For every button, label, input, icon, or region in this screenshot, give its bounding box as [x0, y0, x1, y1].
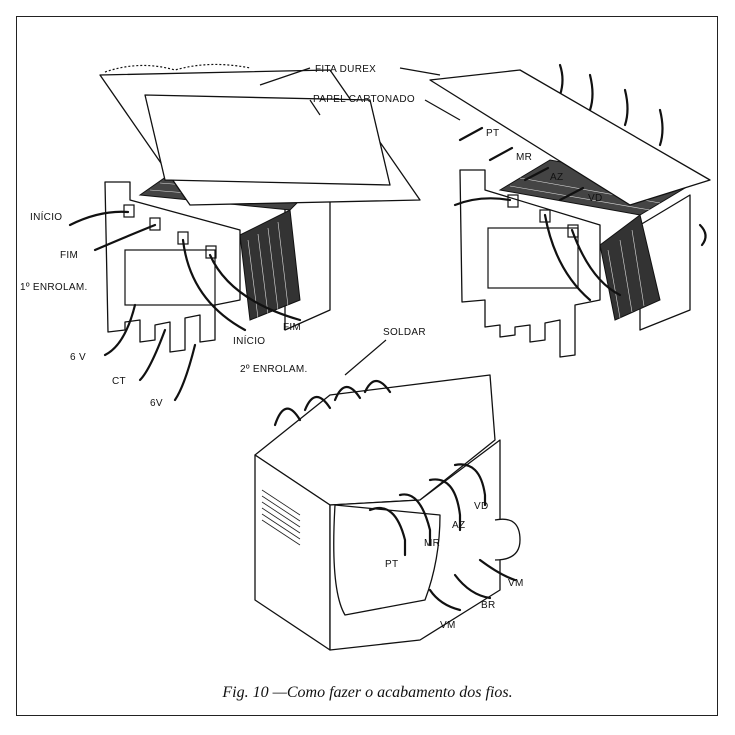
- label-ct: CT: [112, 376, 126, 387]
- label-fim-2: FIM: [283, 322, 301, 333]
- right-wires: [453, 63, 707, 302]
- label-fita-durex: FITA DUREX: [315, 64, 376, 75]
- bottom-top-loops: [273, 379, 392, 427]
- label-inicio-1: INÍCIO: [30, 210, 62, 223]
- label-papel-cartonado: PAPEL CARTONADO: [313, 94, 415, 105]
- label-6v-a: 6 V: [70, 352, 86, 363]
- bottom-winding: [333, 504, 441, 616]
- bottom-lower-wires: [428, 518, 521, 612]
- left-core-window: [124, 249, 216, 306]
- bottom-transformer: [254, 374, 521, 651]
- label-mr-bottom: MR: [424, 538, 440, 549]
- label-mr-top: MR: [516, 152, 532, 163]
- label-6v-b: 6V: [150, 398, 163, 409]
- label-pt-bottom: PT: [385, 559, 398, 570]
- leader-lines: [259, 67, 461, 376]
- label-inicio-2: INÍCIO: [233, 334, 265, 347]
- bottom-front-loops: [368, 463, 487, 557]
- label-soldar: SOLDAR: [383, 327, 426, 338]
- label-vm-bottom: VM: [440, 620, 456, 631]
- right-terminals: [507, 194, 579, 238]
- right-transformer: [429, 63, 711, 358]
- label-br: BR: [481, 600, 496, 611]
- figure-frame: [16, 16, 718, 716]
- label-fim-1: FIM: [60, 250, 78, 261]
- label-az-top: AZ: [550, 172, 563, 183]
- left-wires: [68, 210, 302, 402]
- right-bobbin-front: [459, 169, 601, 358]
- labels: FITA DUREX PAPEL CARTONADO INÍCIO FIM 1º…: [20, 64, 603, 631]
- label-az-bottom: AZ: [452, 520, 465, 531]
- label-vm-right: VM: [508, 578, 524, 589]
- figure-caption: Fig. 10 —Como fazer o acabamento dos fio…: [222, 684, 513, 701]
- right-tabs: [458, 126, 585, 202]
- label-pt-top: PT: [486, 128, 499, 139]
- label-vd-bottom: VD: [474, 501, 489, 512]
- label-1-enrolam: 1º ENROLAM.: [20, 282, 88, 293]
- right-core-window: [487, 227, 579, 289]
- label-2-enrolam: 2º ENROLAM.: [240, 364, 308, 375]
- right-paper-strip: [429, 69, 711, 206]
- left-paper-strips: [99, 63, 421, 206]
- label-vd-top: VD: [588, 193, 603, 204]
- bottom-vents: [261, 489, 301, 546]
